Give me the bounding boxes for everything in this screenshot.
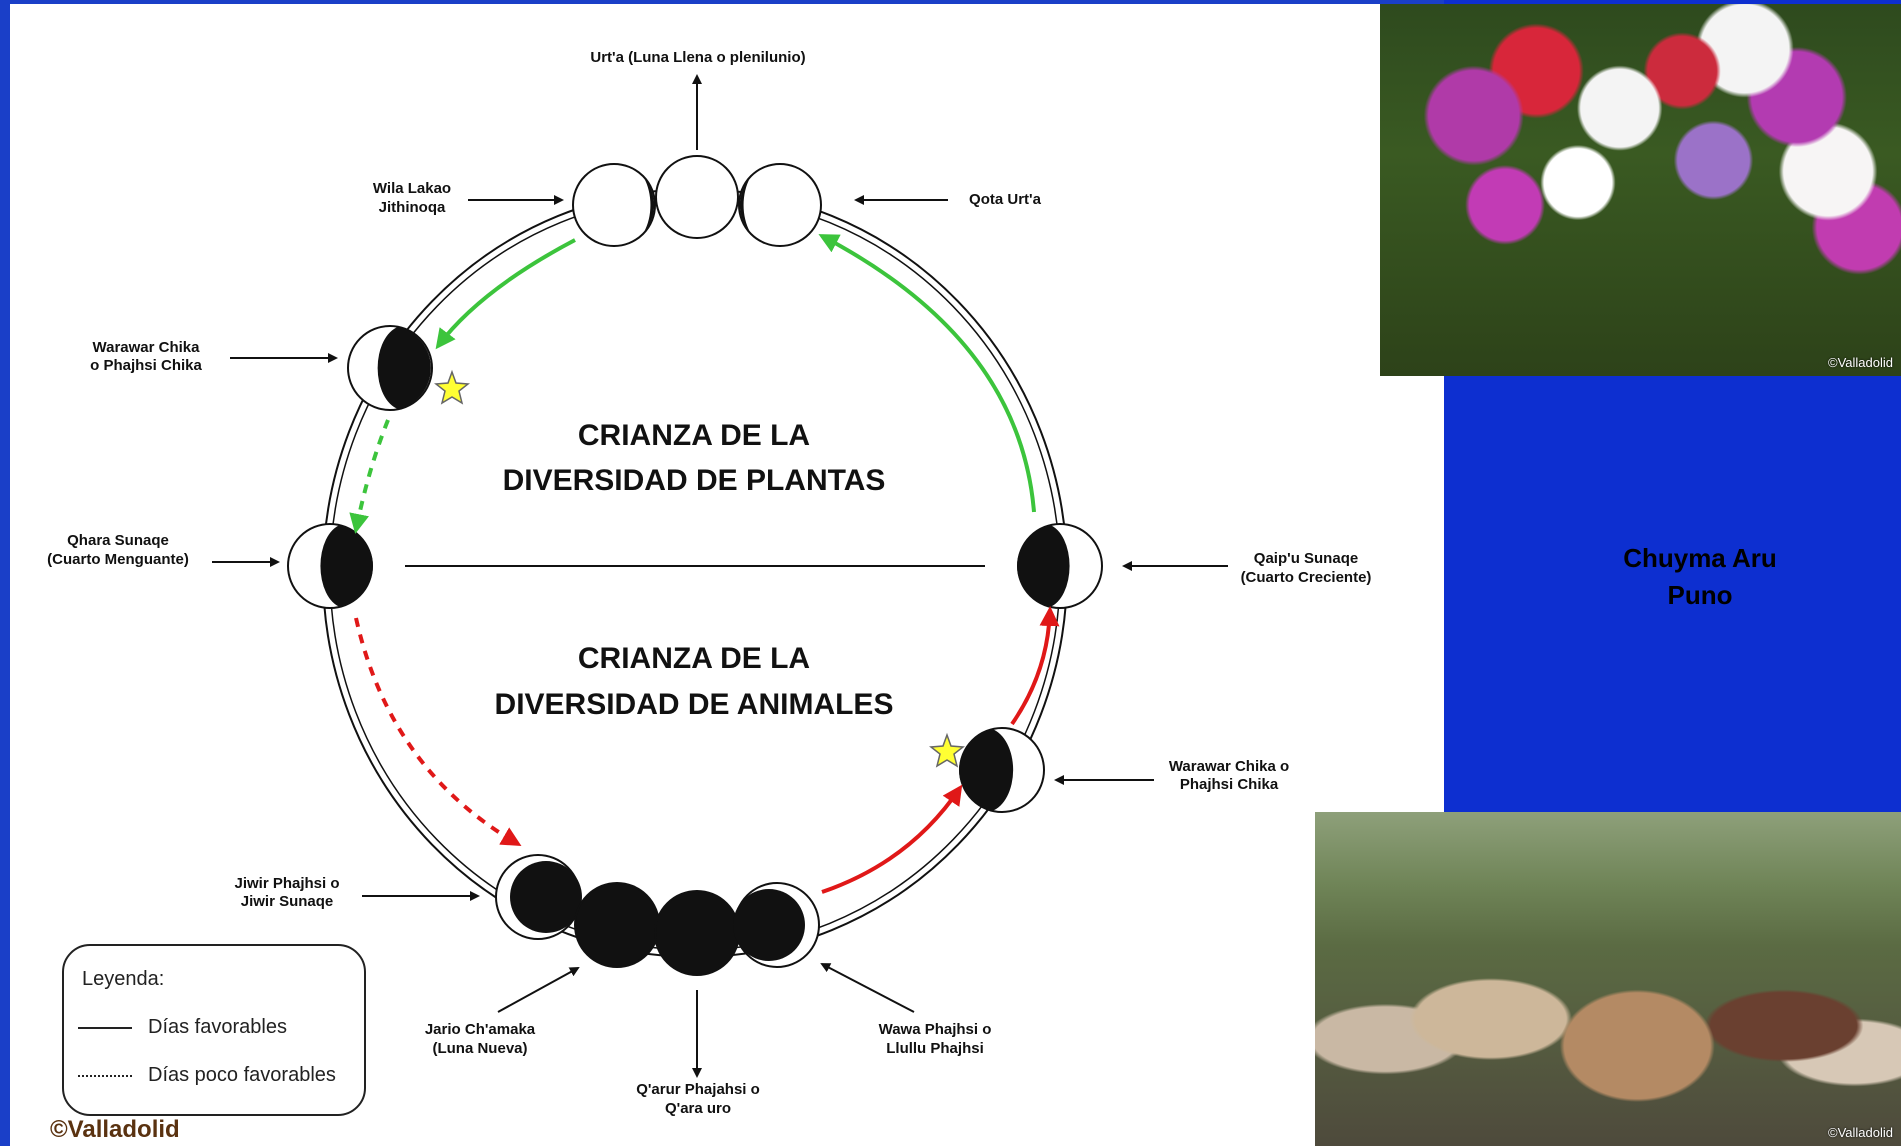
moon-full	[655, 155, 739, 239]
lunar-cycle-diagram: CRIANZA DE LA DIVERSIDAD DE PLANTAS CRIA…	[47, 49, 1372, 1117]
green-arrow-right	[818, 234, 1036, 513]
title-plants-line1: CRIANZA DE LA	[578, 419, 810, 452]
side-caption-line1: Chuyma Aru	[1623, 543, 1777, 573]
label-jiwir-1: Jiwir Phajhsi o	[234, 875, 339, 892]
pointer-wawa	[820, 963, 915, 1013]
flowers-photo-credit: ©Valladolid	[1828, 355, 1893, 370]
label-qarur-2: Q'ara uro	[665, 1100, 731, 1117]
cycle-ring-outer	[322, 188, 1068, 958]
legend-solid-line	[78, 1026, 132, 1029]
legend-row-poco-favorable: Días poco favorables	[78, 1064, 336, 1087]
green-arrow-dotted-left	[349, 419, 390, 534]
star-right	[929, 732, 965, 768]
title-animals-line1: CRIANZA DE LA	[578, 642, 810, 675]
label-jiwir-2: Jiwir Sunaqe	[241, 893, 334, 910]
label-qota: Qota Urt'a	[969, 191, 1042, 208]
llamas-photo-credit: ©Valladolid	[1828, 1125, 1893, 1140]
label-qarur-1: Q'arur Phajahsi o	[636, 1081, 760, 1098]
legend-dotted-line	[78, 1074, 132, 1077]
label-qhara-1: Qhara Sunaqe	[67, 532, 169, 549]
top-border	[0, 0, 1444, 4]
legend: Leyenda: Días favorables Días poco favor…	[62, 944, 366, 1116]
red-arrow-dotted-left	[354, 617, 522, 847]
legend-title: Leyenda:	[82, 968, 165, 990]
legend-poco-favorable-label: Días poco favorables	[148, 1064, 336, 1086]
label-wawa-1: Wawa Phajhsi o	[879, 1021, 992, 1038]
legend-favorable-label: Días favorables	[148, 1016, 287, 1038]
moon-qarur	[654, 890, 740, 976]
label-qaipu-1: Qaip'u Sunaqe	[1254, 550, 1358, 567]
label-wila-2: Jithinoqa	[379, 199, 446, 216]
title-animals-line2: DIVERSIDAD DE ANIMALES	[495, 688, 894, 721]
moon-wila-lakao	[572, 163, 656, 247]
label-jario-1: Jario Ch'amaka	[425, 1021, 536, 1038]
red-arrow-right	[1010, 606, 1060, 726]
label-qaipu-2: (Cuarto Creciente)	[1241, 569, 1372, 586]
green-arrow-top-left	[435, 238, 576, 350]
legend-row-favorable: Días favorables	[78, 1016, 287, 1039]
label-qhara-2: (Cuarto Menguante)	[47, 551, 189, 568]
label-warawar-left-2: o Phajhsi Chika	[90, 357, 202, 374]
label-jario-2: (Luna Nueva)	[432, 1040, 527, 1057]
title-plants-line2: DIVERSIDAD DE PLANTAS	[503, 464, 886, 497]
moon-wawa	[733, 882, 820, 968]
label-warawar-right-2: Phajhsi Chika	[1180, 776, 1279, 793]
moon-qhara-sunaqe	[287, 523, 373, 609]
llamas-photo: ©Valladolid	[1315, 812, 1901, 1146]
star-left	[434, 369, 470, 405]
copyright: ©Valladolid	[50, 1116, 180, 1143]
pointer-jario	[497, 967, 580, 1013]
label-warawar-left-1: Warawar Chika	[93, 339, 201, 356]
moon-qaipu-sunaqe	[1017, 523, 1103, 609]
label-wawa-2: Llullu Phajhsi	[886, 1040, 984, 1057]
label-wila-1: Wila Lakao	[373, 180, 451, 197]
cycle-ring-inner	[329, 195, 1061, 951]
side-caption: Chuyma Aru Puno	[1540, 540, 1860, 614]
label-urta: Urt'a (Luna Llena o plenilunio)	[590, 49, 805, 66]
side-caption-line2: Puno	[1667, 580, 1733, 610]
moon-jiwir	[495, 854, 582, 940]
moon-qota-urta	[738, 163, 822, 247]
left-border	[0, 0, 10, 1146]
flowers-photo: ©Valladolid	[1380, 4, 1901, 376]
moon-jario-new	[574, 882, 660, 968]
label-warawar-right-1: Warawar Chika o	[1169, 758, 1289, 775]
red-arrow-bottom-right	[821, 784, 963, 894]
moon-warawar-left	[347, 325, 433, 411]
moon-warawar-right	[959, 727, 1045, 813]
